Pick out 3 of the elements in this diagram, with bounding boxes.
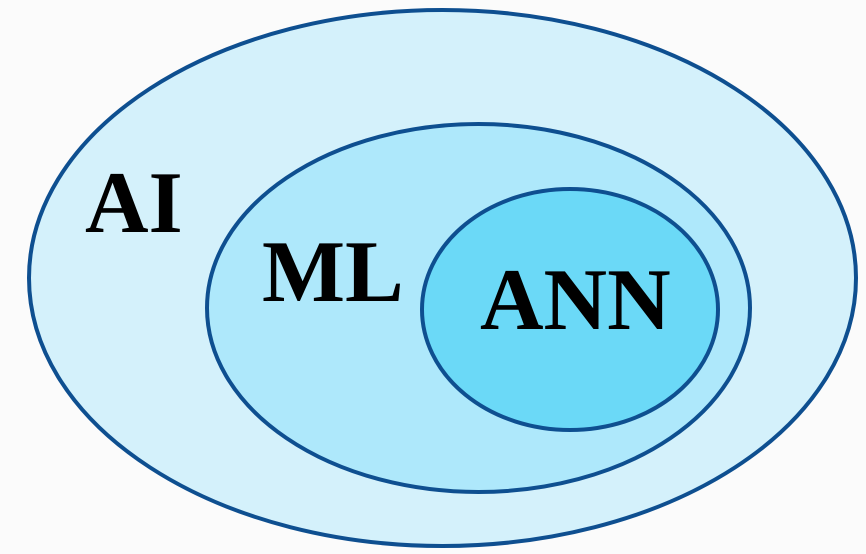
region-label: ANN: [480, 257, 671, 345]
region-label: ML: [262, 229, 404, 317]
region-label: AI: [85, 160, 183, 248]
